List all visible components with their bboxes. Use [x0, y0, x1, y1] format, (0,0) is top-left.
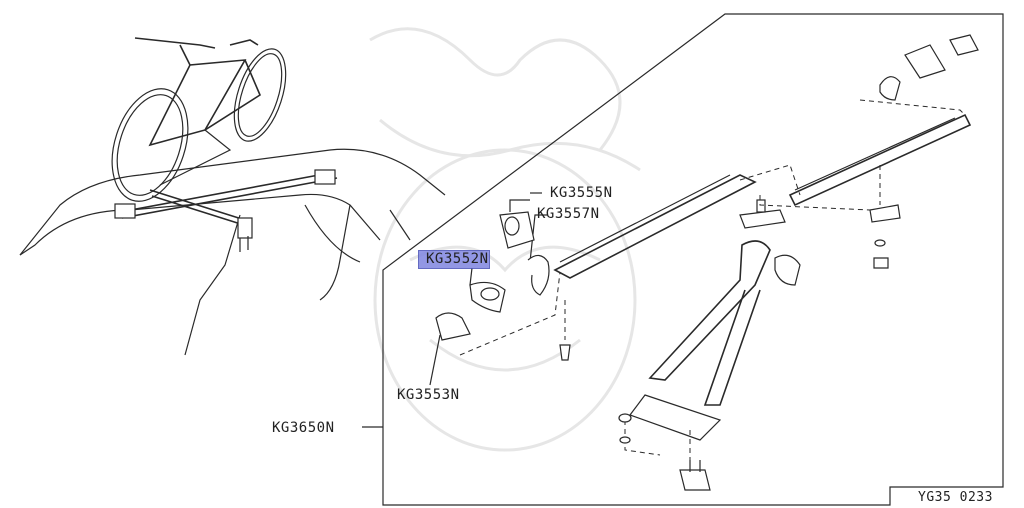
- bicycle: [111, 37, 287, 202]
- leader-lines: [362, 192, 548, 428]
- callout-highlight: [418, 250, 490, 269]
- callout-kg3557n[interactable]: KG3557N: [537, 206, 600, 222]
- small-parts-right: [759, 34, 979, 269]
- callout-kg3553n[interactable]: KG3553N: [397, 387, 460, 403]
- callout-kg3650n[interactable]: KG3650N: [272, 420, 335, 436]
- figure-code: YG35 0233: [918, 490, 993, 505]
- callout-kg3555n[interactable]: KG3555N: [550, 185, 613, 201]
- callout-kg3552n-highlighted-text: KG355: [426, 251, 471, 267]
- rails: [553, 113, 972, 279]
- car-roof: [19, 148, 446, 356]
- callout-kg3552n[interactable]: KG3552N: [426, 251, 489, 267]
- roof-crossbars: [114, 169, 338, 252]
- small-parts-left: [435, 211, 571, 361]
- assembly-frame: [382, 13, 1004, 506]
- fork-mount: [618, 199, 801, 491]
- callout-kg3552n-rest-text: 2N: [470, 251, 489, 267]
